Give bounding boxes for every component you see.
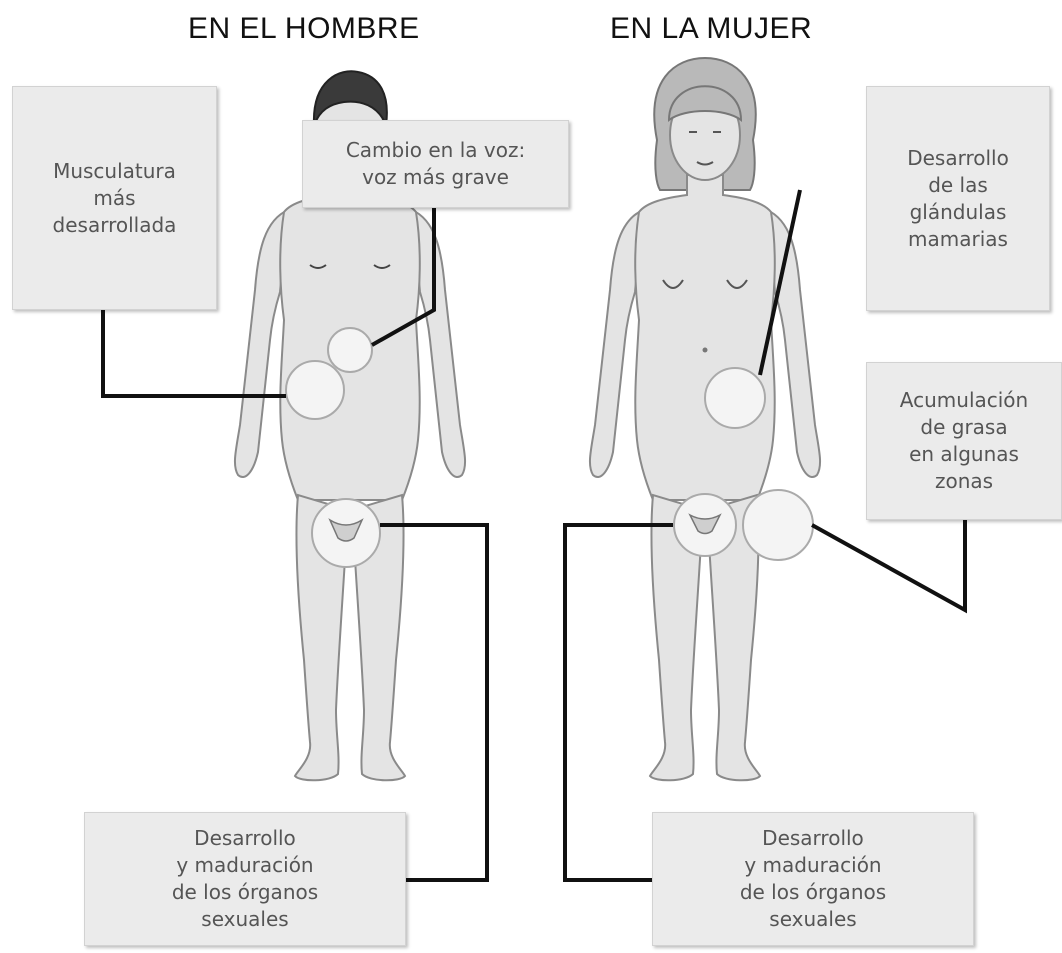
label-breasts: Desarrollo de las glándulas mamarias bbox=[866, 86, 1050, 311]
line-fat bbox=[811, 520, 967, 614]
label-voice: Cambio en la voz: voz más grave bbox=[302, 120, 569, 208]
label-fat: Acumulación de grasa en algunas zonas bbox=[866, 362, 1062, 520]
leader-lines bbox=[101, 189, 967, 882]
heading-female: EN LA MUJER bbox=[610, 12, 813, 45]
heading-male: EN EL HOMBRE bbox=[188, 12, 420, 45]
line-male-organs bbox=[380, 523, 489, 882]
female-breast-circle bbox=[704, 367, 766, 429]
line-female-organs bbox=[563, 523, 673, 882]
female-hip-circle bbox=[742, 489, 814, 561]
line-muscle bbox=[101, 310, 286, 398]
female-fringe bbox=[667, 85, 743, 122]
label-female-organs: Desarrollo y maduración de los órganos s… bbox=[652, 812, 974, 946]
label-muscle: Musculatura más desarrollada bbox=[12, 86, 217, 310]
line-breasts bbox=[758, 189, 802, 376]
label-male-organs: Desarrollo y maduración de los órganos s… bbox=[84, 812, 406, 946]
male-chest-circle bbox=[285, 360, 345, 420]
male-throat-circle bbox=[327, 327, 373, 373]
line-voice bbox=[371, 207, 436, 347]
female-figure bbox=[588, 56, 822, 782]
